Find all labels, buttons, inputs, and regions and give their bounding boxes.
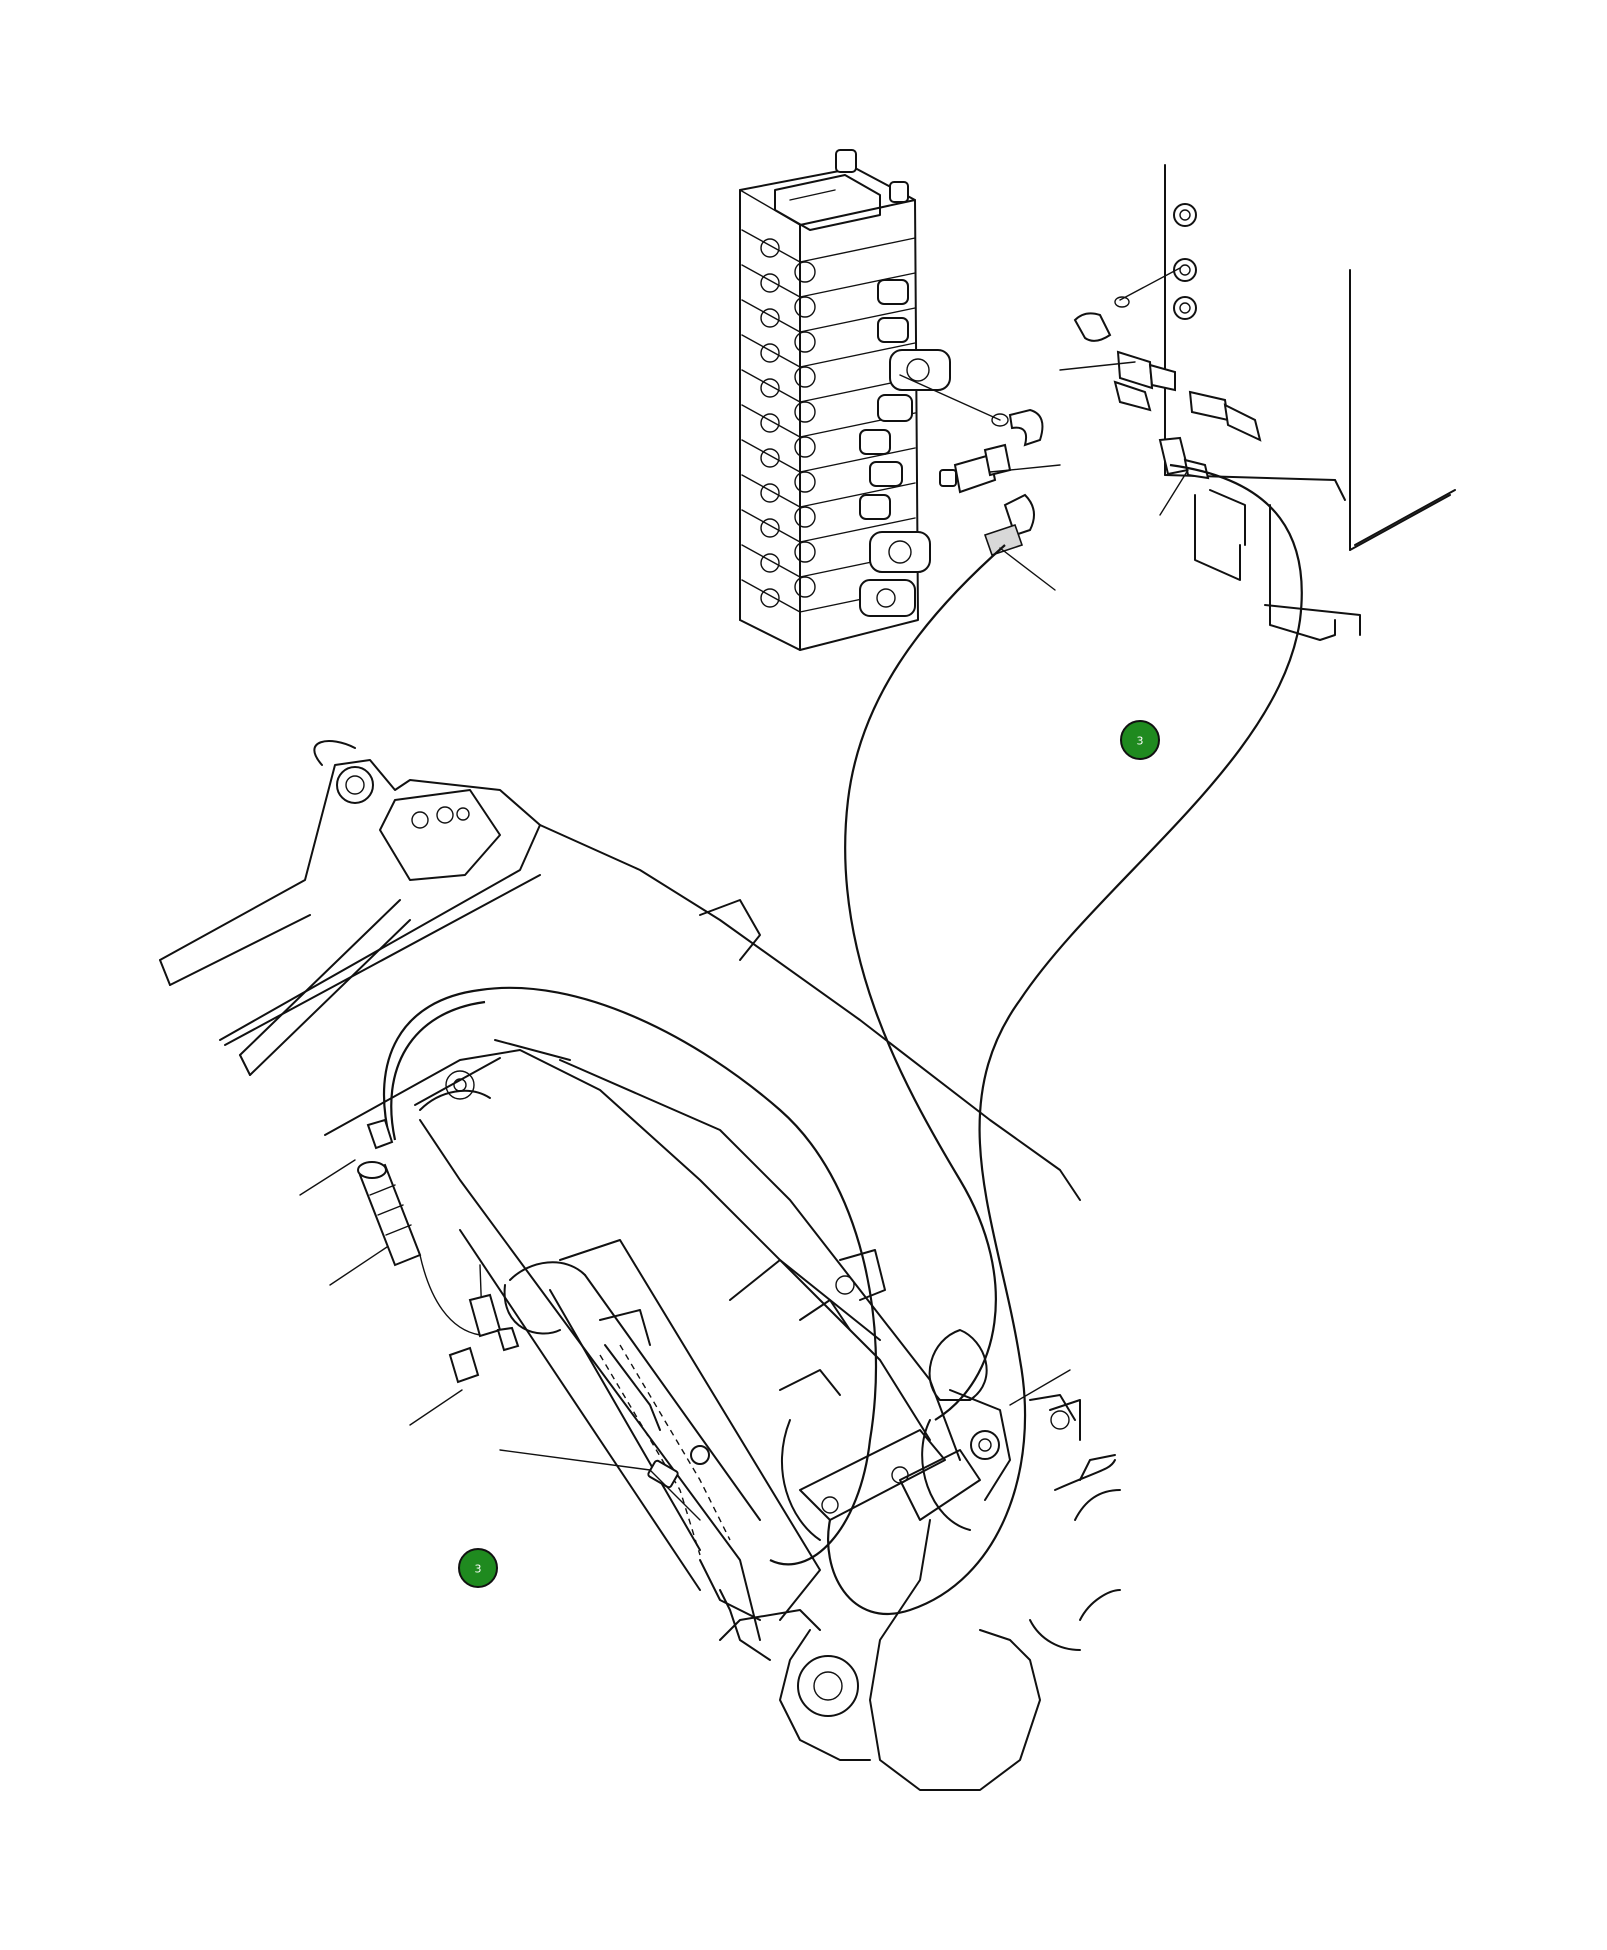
hydraulic-hose-right [827, 463, 1303, 1616]
boom-structure [159, 740, 1121, 1791]
callout-upper-label: 3 [1137, 735, 1144, 748]
callout-lower[interactable]: 3 [458, 1548, 498, 1588]
callout-upper[interactable]: 3 [1120, 720, 1160, 760]
callout-lower-label: 3 [475, 1563, 482, 1576]
control-valve [739, 149, 1044, 651]
callout-lower-circle [458, 1548, 498, 1588]
hydraulic-hose-left [844, 544, 1006, 1421]
mounting-plate [1073, 164, 1456, 641]
hydraulic-hose-boom [382, 986, 878, 1566]
callout-upper-circle [1120, 720, 1160, 760]
leader-lines [299, 361, 1189, 1426]
boom-hose-fittings [357, 1118, 520, 1384]
